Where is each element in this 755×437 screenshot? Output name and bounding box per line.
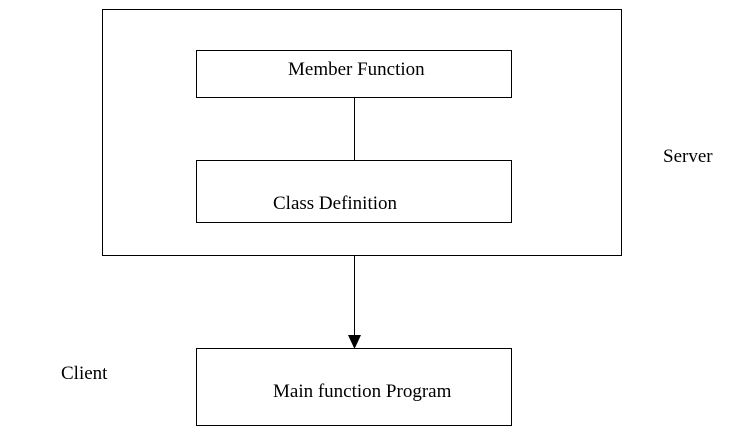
server-to-client-arrowhead — [348, 335, 361, 349]
class-definition-label: Class Definition — [273, 193, 398, 214]
main-program-box — [196, 348, 512, 426]
server-label: Server — [663, 146, 713, 167]
member-function-label: Member Function — [288, 59, 425, 80]
client-label: Client — [61, 363, 108, 384]
main-program-label: Main function Program — [273, 381, 452, 402]
class-definition-box — [196, 160, 512, 223]
server-container — [102, 9, 622, 256]
